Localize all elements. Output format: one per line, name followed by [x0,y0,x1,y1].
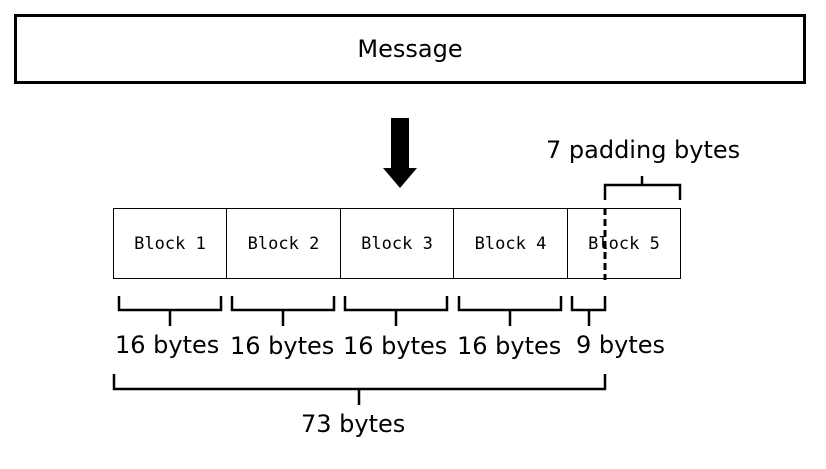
brace-block-5 [570,296,607,326]
padding-brace [603,176,682,200]
padding-label: 7 padding bytes [546,136,741,164]
down-arrow-icon [383,118,417,188]
block-4: Block 4 [454,209,568,278]
block-1: Block 1 [114,209,227,278]
size-label-block-4: 16 bytes [457,332,562,360]
brace-block-1 [117,296,223,326]
brace-block-3 [343,296,449,326]
size-label-block-5: 9 bytes [576,331,666,359]
size-label-block-1: 16 bytes [115,331,220,359]
brace-block-4 [457,296,563,326]
brace-total [112,374,607,405]
size-label-block-2: 16 bytes [230,332,335,360]
brace-block-2 [230,296,336,326]
block-2: Block 2 [227,209,341,278]
message-label: Message [357,35,463,63]
total-size-label: 73 bytes [301,410,406,438]
message-box: Message [14,14,806,84]
block-row: Block 1 Block 2 Block 3 Block 4 Block 5 [113,208,681,279]
size-label-block-3: 16 bytes [343,332,448,360]
block-5: Block 5 [588,233,660,254]
block-3: Block 3 [341,209,454,278]
